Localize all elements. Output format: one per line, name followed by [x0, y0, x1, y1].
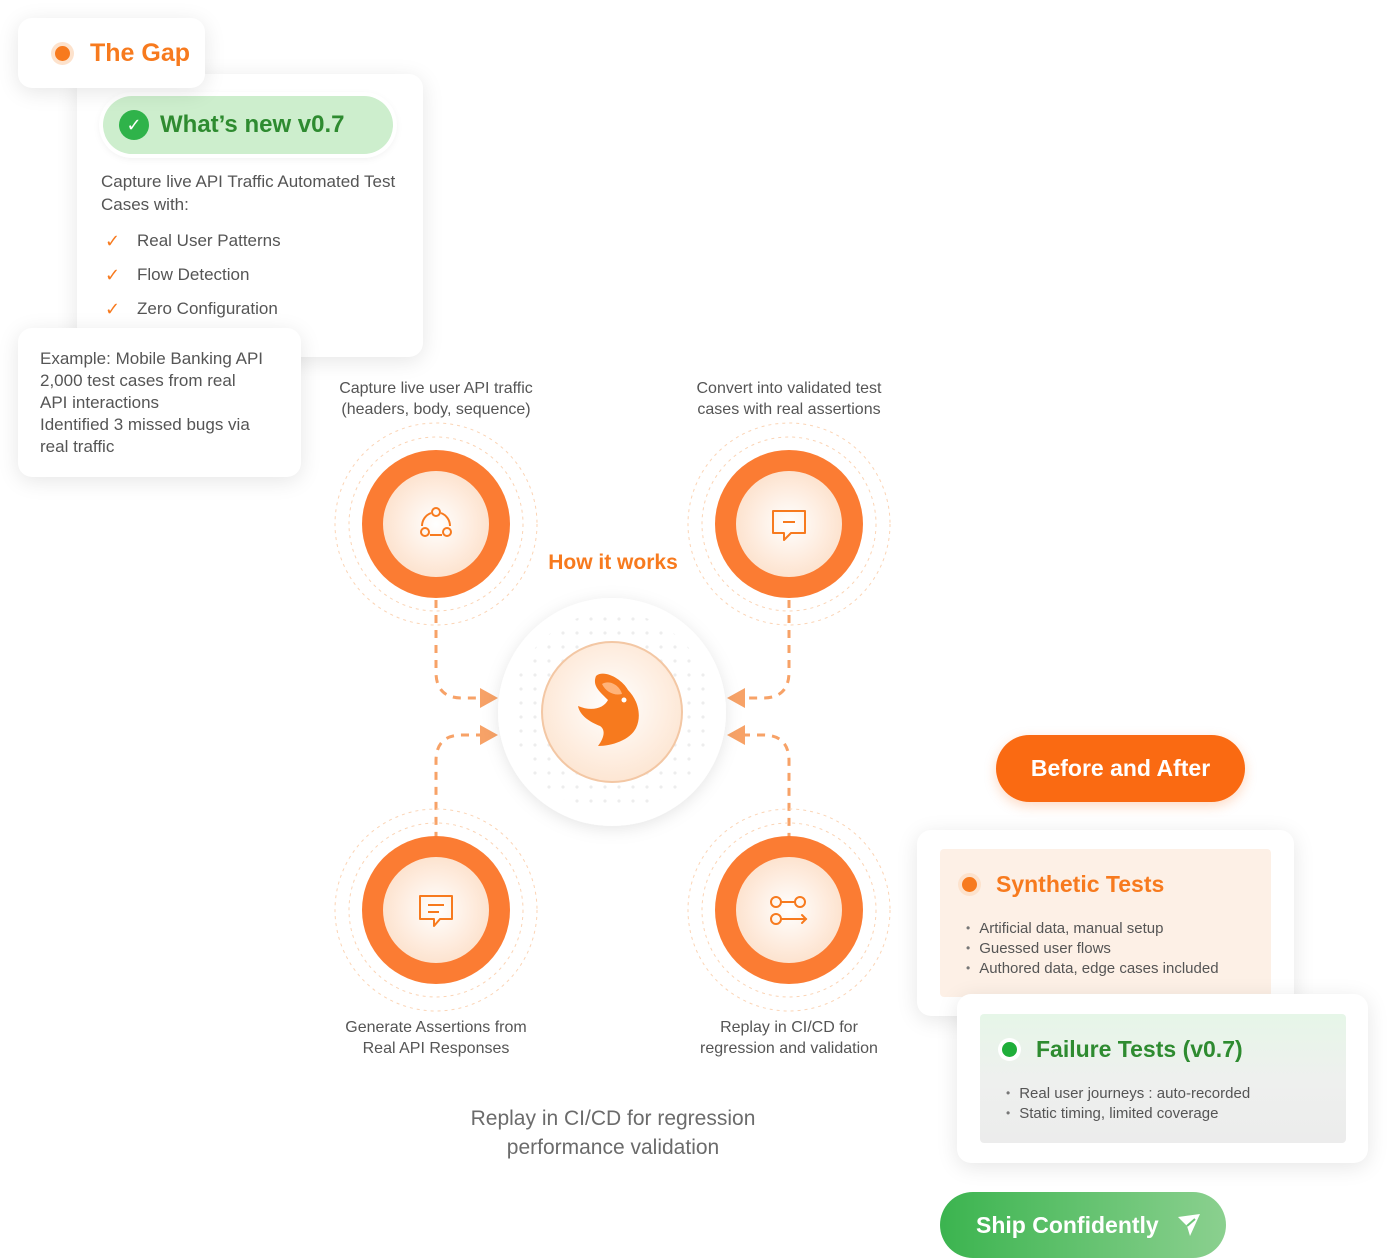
- whats-new-badge: ✓ What’s new v0.7: [103, 96, 393, 154]
- send-arrow-icon: [1177, 1214, 1200, 1236]
- status-dot: [1002, 1042, 1017, 1057]
- step-node-4: [687, 808, 891, 1012]
- failure-tests-panel: Failure Tests (v0.7) Real user journeys …: [980, 1014, 1346, 1143]
- how-it-works-title: How it works: [548, 551, 678, 574]
- ship-label: Ship Confidently: [976, 1211, 1159, 1238]
- feature-list: ✓Real User Patterns ✓Flow Detection ✓Zer…: [105, 224, 281, 326]
- example-card: Example: Mobile Banking API 2,000 test c…: [18, 328, 301, 477]
- list-item: Real user journeys : auto-recorded: [1006, 1084, 1250, 1104]
- step-node-3: [334, 808, 538, 1012]
- ship-confidently-button[interactable]: Ship Confidently: [940, 1192, 1226, 1258]
- synthetic-title: Synthetic Tests: [996, 871, 1165, 897]
- connector-lines: [434, 600, 791, 840]
- synthetic-tests-panel: Synthetic Tests Artificial data, manual …: [940, 849, 1271, 997]
- failure-bullets: Real user journeys : auto-recorded Stati…: [1006, 1084, 1250, 1124]
- step-label-capture: Capture live user API traffic(headers, b…: [339, 380, 533, 418]
- rabbit-logo-icon: [578, 673, 639, 746]
- step-node-2: [687, 422, 891, 626]
- gap-title: The Gap: [90, 38, 191, 67]
- message-lines-icon: [419, 895, 453, 927]
- whats-new-label: What’s new v0.7: [160, 111, 345, 138]
- failure-header: Failure Tests (v0.7): [1002, 1036, 1243, 1063]
- center-hub: [498, 598, 726, 826]
- chat-bubble-icon: [772, 510, 806, 541]
- list-item: ✓Flow Detection: [105, 264, 250, 285]
- the-gap-card: The Gap: [18, 18, 205, 88]
- checkmark-icon: ✓: [105, 264, 121, 285]
- list-item: ✓Zero Configuration: [105, 298, 278, 319]
- synthetic-bullets: Artificial data, manual setup Guessed us…: [966, 919, 1219, 979]
- checkmark-icon: ✓: [105, 230, 121, 251]
- list-item: Authored data, edge cases included: [966, 959, 1218, 979]
- whats-new-description: Capture live API Traffic Automated Test …: [101, 172, 396, 214]
- failure-title: Failure Tests (v0.7): [1036, 1036, 1243, 1062]
- synthetic-header: Synthetic Tests: [962, 871, 1164, 898]
- synthetic-tests-card: Synthetic Tests Artificial data, manual …: [917, 830, 1294, 1016]
- whats-new-card: ✓ What’s new v0.7 Capture live API Traff…: [77, 74, 423, 357]
- list-item: Static timing, limited coverage: [1006, 1104, 1250, 1124]
- list-item: ✓Real User Patterns: [105, 230, 281, 251]
- list-item: Artificial data, manual setup: [966, 919, 1219, 939]
- check-circle-icon: ✓: [119, 110, 149, 140]
- example-text: Example: Mobile Banking API 2,000 test c…: [40, 349, 264, 456]
- list-item: Guessed user flows: [966, 939, 1219, 959]
- step-node-1: [334, 422, 538, 626]
- before-after-button[interactable]: Before and After: [996, 735, 1245, 802]
- share-nodes-icon: [420, 507, 452, 537]
- flow-arrow-icon: [770, 896, 808, 925]
- checkmark-icon: ✓: [105, 298, 121, 319]
- failure-tests-card: Failure Tests (v0.7) Real user journeys …: [957, 994, 1368, 1163]
- status-dot: [962, 877, 977, 892]
- status-dot: [55, 45, 70, 61]
